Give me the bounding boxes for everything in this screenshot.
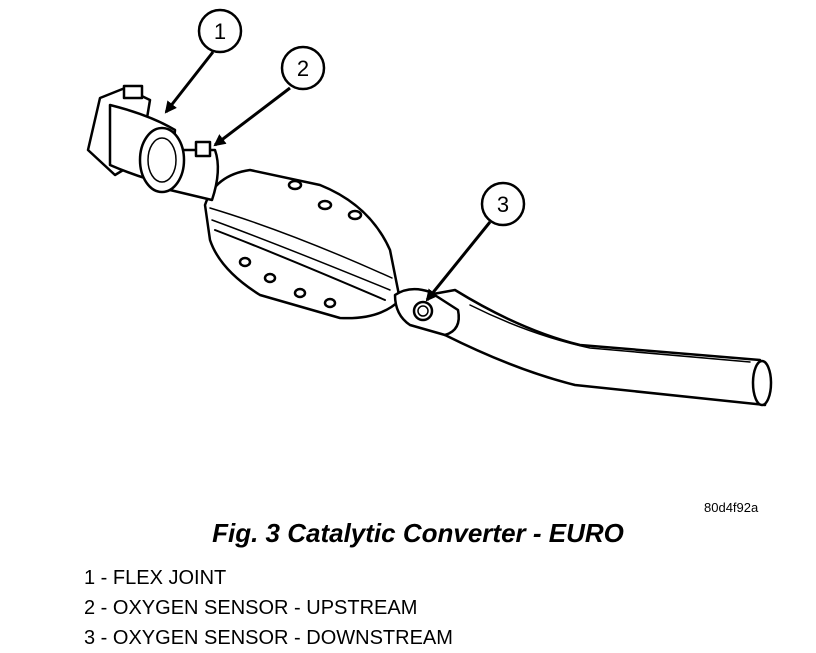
flex-joint <box>86 84 186 194</box>
figure-caption: Fig. 3 Catalytic Converter - EURO <box>212 518 624 548</box>
legend-item-1: 1 - FLEX JOINT <box>84 567 227 589</box>
callout-2-number: 2 <box>297 56 309 81</box>
callout-3: 3 <box>425 181 526 302</box>
callout-1: 1 <box>164 8 243 114</box>
catalytic-converter-diagram: 1 2 3 <box>86 8 773 407</box>
figure-code: 80d4f92a <box>704 500 759 515</box>
downstream-sensor-boss <box>393 287 460 337</box>
callout-3-number: 3 <box>497 192 509 217</box>
legend: 1 - FLEX JOINT 2 - OXYGEN SENSOR - UPSTR… <box>84 563 453 653</box>
tail-pipe <box>398 288 773 407</box>
callout-1-number: 1 <box>214 19 226 44</box>
legend-item-2: 2 - OXYGEN SENSOR - UPSTREAM <box>84 597 418 619</box>
legend-item-3: 3 - OXYGEN SENSOR - DOWNSTREAM <box>84 627 453 649</box>
converter-body <box>203 168 402 320</box>
callout-2: 2 <box>213 45 326 147</box>
